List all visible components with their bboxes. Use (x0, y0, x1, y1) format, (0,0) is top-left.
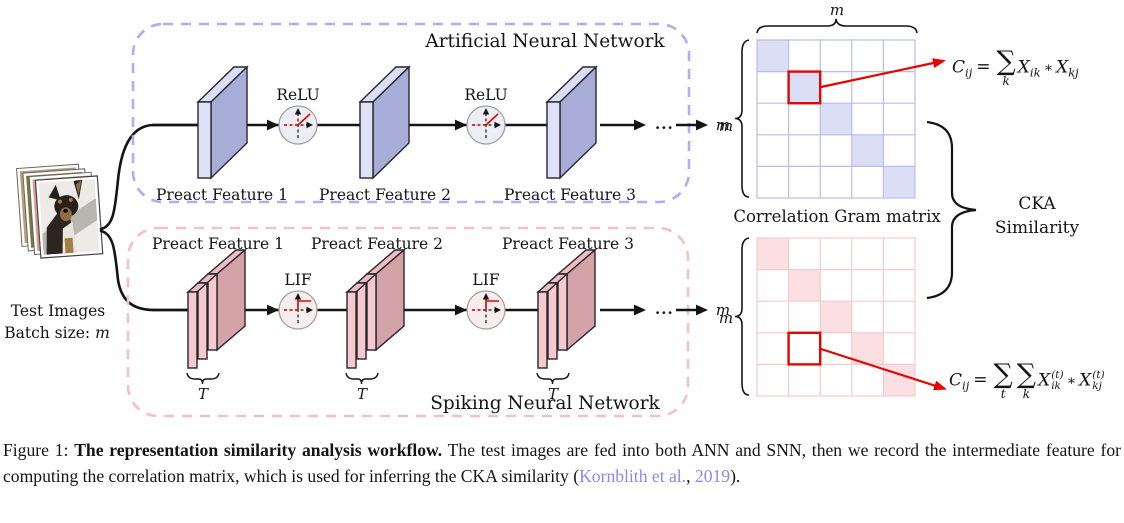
eq-lhs: C (952, 57, 966, 78)
sum-over-k: ∑k (996, 46, 1016, 88)
snn-ellipsis: ... (655, 300, 674, 318)
test-images-label: Test Images (11, 302, 106, 320)
relu-circle-1 (278, 105, 318, 145)
snn-feature-slabs (186, 248, 597, 369)
ann-matrix-m-top: m (830, 1, 844, 19)
ann-ellipsis: ... (655, 115, 674, 133)
snn-highlight-cell (787, 331, 822, 366)
relu-label-2: ReLU (464, 86, 507, 104)
input-split-connector (99, 123, 202, 312)
snn-feature-block-2 (345, 248, 406, 369)
sum-over-k: ∑k (1016, 359, 1037, 401)
snn-feature-block-1 (186, 248, 247, 369)
sum-over-t: ∑t (993, 359, 1013, 401)
ann-feature-label-2: Preact Feature 2 (319, 186, 451, 204)
time-step-braces (186, 372, 570, 385)
ann-feature-label-3: Preact Feature 3 (504, 186, 636, 204)
caption-bold-title: The representation similarity analysis w… (74, 440, 443, 460)
ann-feature-label-1: Preact Feature 1 (156, 186, 288, 204)
snn-title: Spiking Neural Network (430, 393, 660, 414)
snn-feature-label-3: Preact Feature 3 (502, 235, 634, 253)
eq-lhs: C (949, 370, 963, 391)
ann-dashed-box (131, 22, 691, 204)
snn-batch-m: m (716, 301, 730, 319)
time-step-label-1: T (198, 385, 209, 403)
cka-brace (926, 120, 977, 300)
ann-feature-block-1 (196, 65, 249, 180)
gram-matrix-snn (756, 237, 916, 397)
ann-highlight-cell (787, 70, 822, 105)
cka-label-line2: Similarity (995, 218, 1080, 238)
highlight-arrows (820, 55, 949, 395)
time-step-label-3: T (548, 385, 559, 403)
ann-matrix-m-left: m (719, 117, 733, 135)
gram-matrix-label: Correlation Gram matrix (733, 207, 941, 226)
relu-circle-2 (466, 105, 506, 145)
caption-comma: , (686, 466, 695, 487)
lif-circle-1 (278, 290, 318, 330)
ann-feature-block-2 (358, 65, 411, 180)
snn-matrix-m-left: m (719, 309, 733, 327)
lif-label-1: LIF (284, 271, 311, 289)
caption-suffix: ). (730, 466, 741, 487)
snn-feature-block-3 (536, 248, 597, 369)
lif-label-2: LIF (472, 271, 499, 289)
figure-caption: Figure 1: The representation similarity … (3, 437, 1121, 489)
ann-matrix-braces (734, 18, 918, 198)
relu-label-1: ReLU (276, 86, 319, 104)
caption-prefix: Figure 1: (3, 440, 75, 460)
citation-link-authors[interactable]: Kornblith et al. (579, 466, 687, 487)
ann-feature-block-3 (545, 65, 598, 180)
time-step-label-2: T (357, 385, 368, 403)
ann-feature-slabs (196, 65, 598, 180)
gram-matrix-ann (756, 39, 916, 199)
snn-matrix-brace (734, 237, 750, 396)
snn-dashed-box (126, 226, 690, 418)
ann-batch-m: m (716, 116, 730, 134)
citation-link-year[interactable]: 2019 (694, 466, 731, 487)
batch-size-label: Batch size: m (4, 324, 110, 342)
snn-feature-label-2: Preact Feature 2 (311, 235, 443, 253)
photo-front-dog (34, 175, 104, 259)
ann-title: Artificial Neural Network (424, 31, 665, 52)
test-images-photo-stack (16, 163, 104, 259)
snn-feature-label-1: Preact Feature 1 (152, 235, 284, 253)
lif-circle-2 (466, 290, 506, 330)
workflow-diagram: Test Images Batch size: m Artificial Neu… (4, 1, 1080, 418)
cka-label-line1: CKA (1018, 194, 1056, 214)
caption-body: The test images are fed into both ANN an… (3, 440, 1121, 487)
